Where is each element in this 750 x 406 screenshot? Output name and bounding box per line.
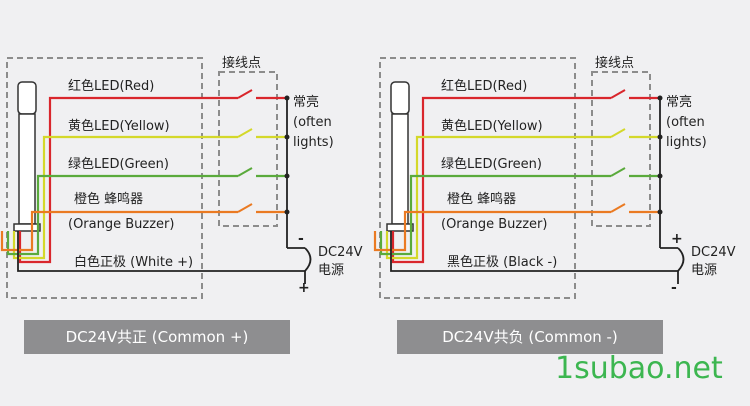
wire-orange xyxy=(0,210,238,252)
device-box xyxy=(379,57,576,299)
label-orange-2: (Orange Buzzer) xyxy=(441,217,547,232)
switch-orange xyxy=(237,203,253,213)
switch-orange xyxy=(610,203,626,213)
side-line-1: 常亮 xyxy=(293,94,319,110)
wire-green xyxy=(6,174,238,256)
power-sign-bottom: - xyxy=(671,280,677,296)
switch-yellow xyxy=(237,128,253,138)
label-orange-1: 橙色 蜂鸣器 xyxy=(74,191,143,207)
label-yellow: 黄色LED(Yellow) xyxy=(441,118,543,134)
wire-green xyxy=(379,174,611,256)
power-label-2: 电源 xyxy=(318,263,344,278)
caption-bar xyxy=(24,320,290,354)
side-line-2: (often xyxy=(666,115,705,130)
terminal-box xyxy=(591,71,651,227)
tower-base xyxy=(386,223,414,232)
power-sign-top: - xyxy=(298,231,304,247)
switch-red xyxy=(237,89,253,99)
device-box xyxy=(6,57,203,299)
terminal-label: 接线点 xyxy=(222,55,261,71)
side-line-3: lights) xyxy=(666,135,707,150)
switch-green xyxy=(610,167,626,177)
switch-yellow xyxy=(610,128,626,138)
power-symbol xyxy=(677,247,685,272)
power-sign-bottom: + xyxy=(298,280,310,296)
label-yellow: 黄色LED(Yellow) xyxy=(68,118,170,134)
power-sign-top: + xyxy=(671,231,683,247)
power-symbol xyxy=(304,247,312,272)
tower-base xyxy=(13,223,41,232)
wire-common xyxy=(390,231,679,284)
label-red: 红色LED(Red) xyxy=(68,78,154,94)
terminal-label: 接线点 xyxy=(595,55,634,71)
wire-orange xyxy=(373,210,611,252)
label-green: 绿色LED(Green) xyxy=(68,156,169,172)
power-label-1: DC24V xyxy=(318,245,363,260)
caption-text: DC24V共正 (Common +) xyxy=(66,328,249,346)
tower-pole xyxy=(18,113,36,225)
tower-head xyxy=(17,81,37,115)
wire-red xyxy=(391,96,611,264)
terminal-box xyxy=(218,71,278,227)
side-line-3: lights) xyxy=(293,135,334,150)
tower-head xyxy=(390,81,410,115)
watermark-text: 1subao.net xyxy=(555,351,723,386)
caption-text: DC24V共负 (Common -) xyxy=(442,328,618,346)
switch-red xyxy=(610,89,626,99)
tower-pole xyxy=(391,113,409,225)
power-label-2: 电源 xyxy=(691,263,717,278)
switch-green xyxy=(237,167,253,177)
wire-common xyxy=(17,231,306,284)
power-label-1: DC24V xyxy=(691,245,736,260)
wire-red xyxy=(18,96,238,264)
label-common: 黑色正极 (Black -) xyxy=(447,254,557,270)
label-orange-2: (Orange Buzzer) xyxy=(68,217,174,232)
label-orange-1: 橙色 蜂鸣器 xyxy=(447,191,516,207)
label-green: 绿色LED(Green) xyxy=(441,156,542,172)
label-common: 白色正极 (White +) xyxy=(74,254,193,270)
caption-bar xyxy=(397,320,663,354)
label-red: 红色LED(Red) xyxy=(441,78,527,94)
side-line-1: 常亮 xyxy=(666,94,692,110)
side-line-2: (often xyxy=(293,115,332,130)
